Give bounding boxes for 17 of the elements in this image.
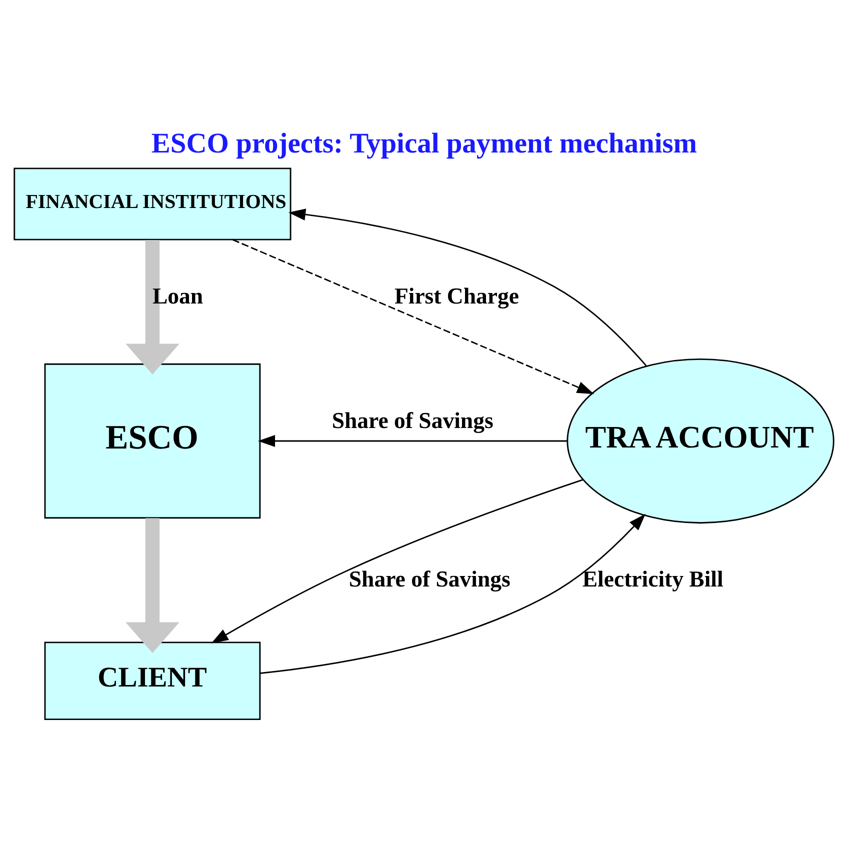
arrow	[288, 208, 647, 367]
arrow	[126, 240, 180, 375]
edge-label: Loan	[152, 283, 204, 308]
edge-label: Share of Savings	[348, 566, 510, 592]
arrow	[211, 479, 584, 644]
arrow	[126, 518, 180, 654]
edge-label: Electricity Bill	[582, 566, 724, 592]
node-box: CLIENT	[44, 642, 261, 720]
node-box: ESCO	[44, 363, 261, 519]
diagram-title: ESCO projects: Typical payment mechanism	[151, 128, 698, 160]
arrow	[260, 514, 646, 674]
arrow	[232, 239, 594, 394]
edge-label: First Charge	[394, 283, 520, 308]
node-ellipse: TRA ACCOUNT	[566, 358, 834, 524]
arrow	[258, 435, 567, 447]
node-box: FINANCIAL INSTITUTIONS	[14, 168, 292, 240]
edge-label: Share of Savings	[332, 408, 494, 433]
